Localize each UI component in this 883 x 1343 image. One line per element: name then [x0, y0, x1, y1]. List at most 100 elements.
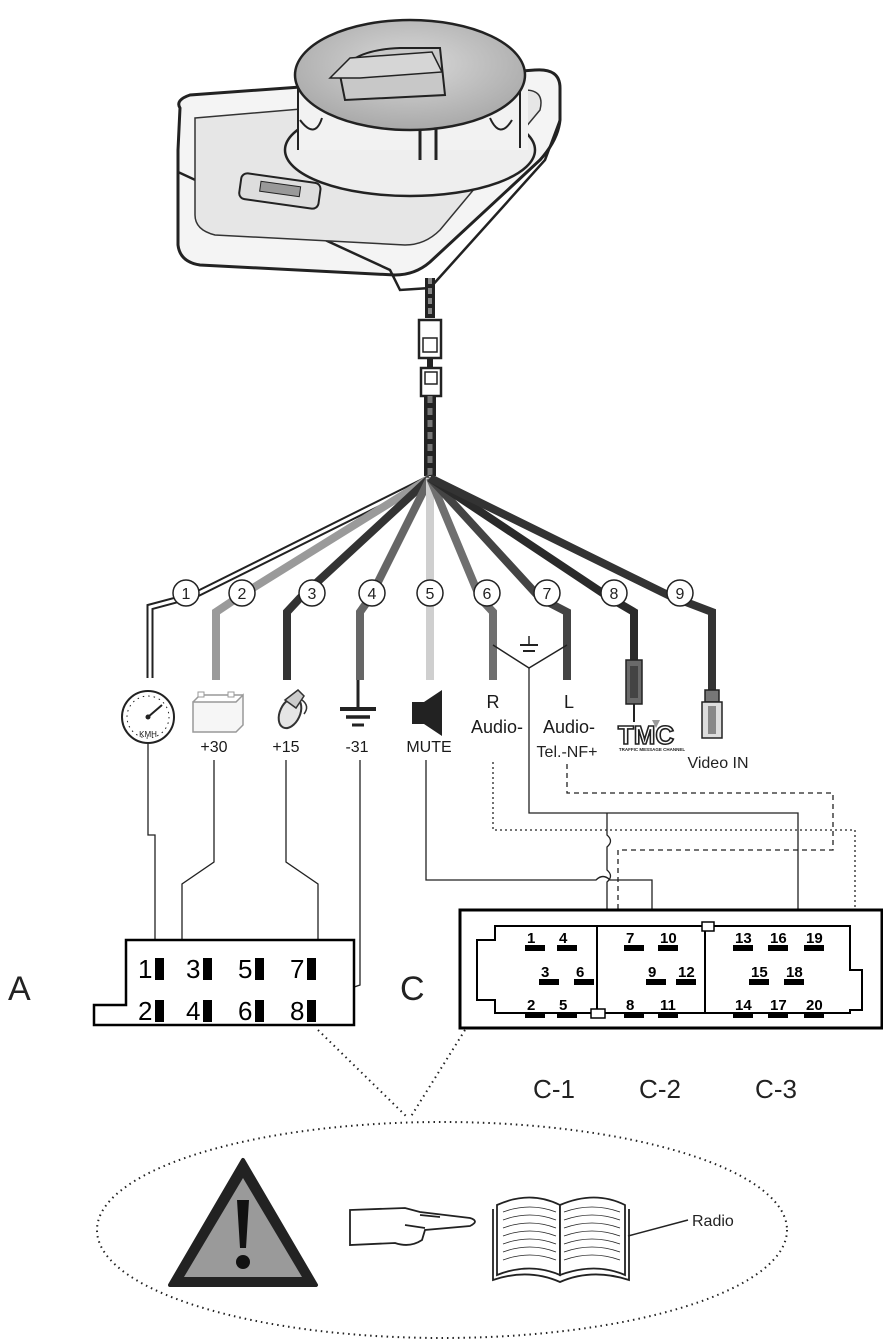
mute-label: MUTE: [406, 739, 451, 756]
pin-c-6-contact: [574, 979, 594, 985]
pin-c-3-label: 3: [541, 964, 549, 981]
callout-ellipse: [96, 1121, 788, 1339]
pin-c-20-label: 20: [806, 997, 823, 1014]
pin-c-4-contact: [557, 945, 577, 951]
pin-a-8-contact: [307, 1000, 316, 1022]
pin-c-1-contact: [525, 945, 545, 951]
pin-c-1: 1: [525, 930, 545, 951]
pin-c-11-label: 11: [660, 997, 676, 1014]
wire-marker-2: 2: [228, 579, 256, 607]
pin-c-14-contact: [733, 1012, 753, 1018]
pin-c-15: 15: [749, 964, 769, 985]
svg-text:3: 3: [308, 586, 317, 603]
pin-c-13: 13: [733, 930, 753, 951]
audio-left-channel: L: [564, 692, 574, 712]
battery-icon: [192, 691, 244, 733]
pin-c-17-label: 17: [770, 997, 787, 1014]
pin-a-5: 5: [238, 954, 264, 984]
wire-harness: [146, 474, 716, 690]
pin-c-1-label: 1: [527, 930, 535, 947]
wire-marker-3: 3: [298, 579, 326, 607]
pin-c-10-label: 10: [660, 930, 677, 947]
pin-c-17: 17: [768, 997, 788, 1018]
pin-a-3-label: 3: [186, 954, 200, 984]
wire-number-markers: 1 2 3 4 5 6 7 8 9: [172, 579, 694, 607]
pin-c-16: 16: [768, 930, 788, 951]
pin-c-20-contact: [804, 1012, 824, 1018]
pin-c-14-label: 14: [735, 997, 752, 1014]
svg-text:9: 9: [676, 586, 685, 603]
pin-a-3: 3: [186, 954, 212, 984]
section-c2-label: C-2: [639, 1074, 681, 1104]
connector-c-title: C: [400, 970, 425, 1008]
pin-c-9-label: 9: [648, 964, 656, 981]
svg-text:1: 1: [182, 586, 191, 603]
pin-c-7-contact: [624, 945, 644, 951]
rca-plug-icon: [625, 659, 643, 722]
pin-a-2: 2: [138, 996, 164, 1026]
pin-c-15-contact: [749, 979, 769, 985]
main-cable: [417, 278, 443, 476]
pin-c-8: 8: [624, 997, 644, 1018]
pin-c-13-contact: [733, 945, 753, 951]
pin-a-2-contact: [155, 1000, 164, 1022]
radio-leader-line: [627, 1219, 689, 1237]
dashed-signal-lines: [492, 762, 856, 1013]
control-unit-device: [176, 18, 562, 292]
svg-text:4: 4: [368, 586, 377, 603]
speedometer-icon: KMH: [121, 690, 175, 744]
svg-text:5: 5: [426, 586, 435, 603]
pin-c-2-contact: [525, 1012, 545, 1018]
pin-c-6: 6: [574, 964, 594, 985]
pin-c-17-contact: [768, 1012, 788, 1018]
pin-c-10-contact: [658, 945, 678, 951]
pin-a-4-contact: [203, 1000, 212, 1022]
pin-c-8-label: 8: [626, 997, 634, 1014]
audio-right-label: Audio-: [471, 717, 523, 737]
pin-a-3-contact: [203, 958, 212, 980]
pin-c-18-contact: [784, 979, 804, 985]
pin-a-5-label: 5: [238, 954, 252, 984]
wire-marker-7: 7: [533, 579, 561, 607]
svg-text:TRAFFIC MESSAGE CHANNEL: TRAFFIC MESSAGE CHANNEL: [619, 747, 686, 752]
callout-leaders: [317, 1029, 466, 1119]
pin-c-11: 11: [658, 997, 678, 1018]
video-in-label: Video IN: [687, 755, 748, 772]
pin-c-19-contact: [804, 945, 824, 951]
pin-a-1: 1: [138, 954, 164, 984]
section-c1-label: C-1: [533, 1074, 575, 1104]
pin-a-8-label: 8: [290, 996, 304, 1026]
pin-c-4-label: 4: [559, 930, 568, 947]
pin-a-5-contact: [255, 958, 264, 980]
wire-marker-8: 8: [600, 579, 628, 607]
ground-label: -31: [345, 739, 368, 756]
pin-c-3: 3: [539, 964, 559, 985]
audio-left-label: Audio-: [543, 717, 595, 737]
pin-c-8-contact: [624, 1012, 644, 1018]
audio-ground-icon: [492, 636, 568, 669]
pin-c-13-label: 13: [735, 930, 752, 947]
pin-a-6-label: 6: [238, 996, 252, 1026]
connector-c: [458, 908, 883, 1030]
pin-c-2-label: 2: [527, 997, 535, 1014]
pin-c-15-label: 15: [751, 964, 768, 981]
ignition-key-icon: [277, 689, 308, 730]
wire-marker-9: 9: [666, 579, 694, 607]
pin-c-3-contact: [539, 979, 559, 985]
pin-c-9: 9: [646, 964, 666, 985]
pin-c-7-label: 7: [626, 930, 634, 947]
pin-c-6-label: 6: [576, 964, 584, 981]
connector-a-title: A: [8, 970, 31, 1008]
svg-text:8: 8: [610, 586, 619, 603]
pin-c-2: 2: [525, 997, 545, 1018]
wire-marker-1: 1: [172, 579, 200, 607]
svg-text:KMH: KMH: [139, 730, 157, 739]
ground-icon: [340, 680, 376, 727]
pin-a-7: 7: [290, 954, 316, 984]
pin-c-11-contact: [658, 1012, 678, 1018]
warning-triangle-icon: [168, 1158, 318, 1287]
pin-a-1-contact: [155, 958, 164, 980]
audio-right-channel: R: [487, 692, 500, 712]
